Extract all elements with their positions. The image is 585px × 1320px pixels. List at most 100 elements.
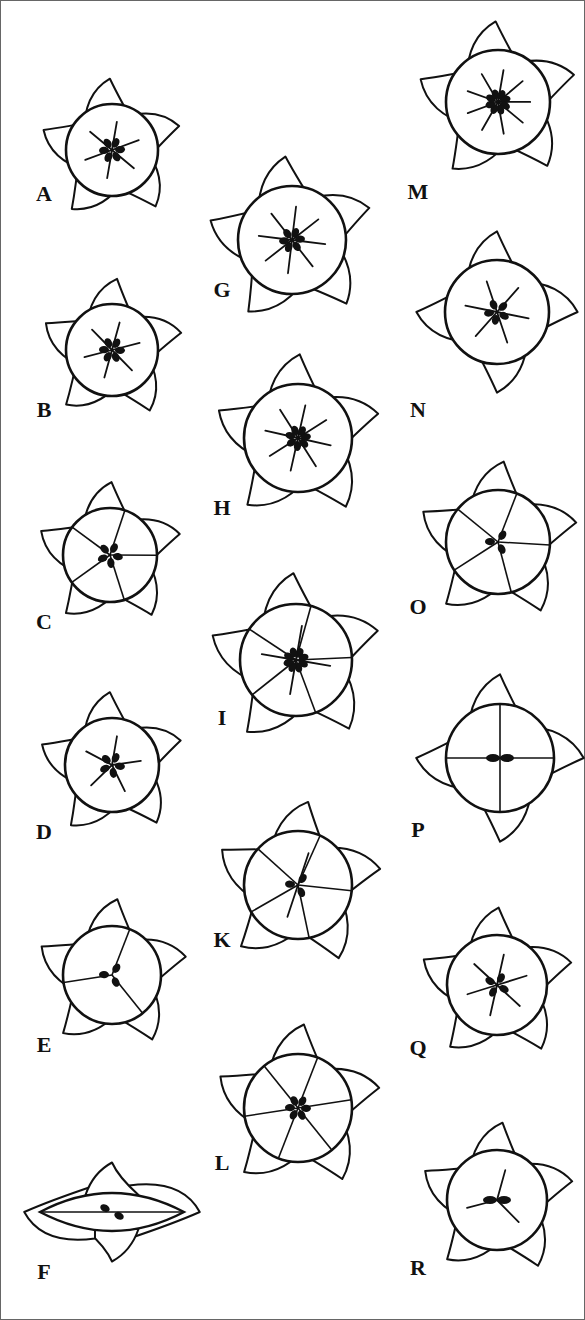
seed [289,647,299,659]
fruit-body [238,186,346,294]
seed [498,983,510,994]
seed [485,538,495,546]
figure-letter: K [213,929,230,951]
fruit-body [446,490,550,594]
seed [491,89,501,101]
seed [110,976,121,988]
seed [113,1210,125,1221]
figure-letter: L [215,1152,230,1174]
fruit-body [244,384,352,492]
placenta-line [86,751,112,765]
flower-diagram [41,482,180,615]
seed [100,753,112,765]
figure-letter: R [410,1257,426,1279]
seed [483,1196,497,1204]
figure-letter: H [213,497,230,519]
seed [497,300,509,312]
figure-letter: D [36,821,52,843]
seed [99,543,111,555]
flower-diagram [421,21,574,168]
placenta-line [287,885,298,917]
flower-diagram [425,1123,572,1266]
fruit-body [447,1150,547,1250]
seed [102,137,113,149]
septum [458,509,498,542]
flower-diagram [211,157,370,312]
seed [115,146,125,154]
flower-diagram [213,573,378,732]
seed [107,558,115,569]
flower-diagram [220,1025,379,1180]
flower-diagram [219,354,378,506]
fruit-body [240,604,352,716]
seed [497,529,508,541]
figure-letter: P [411,819,424,841]
flower-diagram [424,908,571,1049]
seed [296,886,307,898]
figure-letter: A [36,183,52,205]
fruit-body [40,1193,184,1231]
septum [454,542,498,570]
seed [290,425,300,437]
seed [99,971,109,979]
seed [496,543,507,555]
septum [499,758,501,812]
fruit-body [447,935,547,1035]
seed [498,310,510,321]
septum [72,527,110,555]
seed [291,240,303,252]
figure-letter: C [36,611,52,633]
seed [285,880,296,888]
placenta-line [298,438,316,466]
flower-diagram [423,462,576,611]
seed [110,351,121,363]
figure-letter: I [218,707,227,729]
placenta-line [497,1170,505,1200]
seed [497,1196,511,1204]
seed [109,767,118,778]
seed [487,986,498,998]
flower-diagram [24,1163,200,1262]
fruit-body [446,50,550,154]
flower-diagram [42,692,181,825]
septum [499,704,501,758]
seed [97,553,109,564]
seed [99,1203,111,1214]
seed [296,1109,307,1121]
septum [298,885,352,891]
fruit-body [446,704,554,812]
seed [500,754,514,762]
septum [258,849,298,885]
seed [281,227,293,239]
figure-letter: G [213,279,230,301]
figure-letter: N [410,399,426,421]
flower-diagram [222,802,380,958]
seed [486,754,500,762]
seed [111,962,122,974]
seed [103,337,114,349]
figure-letter: B [37,399,52,421]
figure-letter: M [408,181,429,203]
figure-letter: Q [409,1037,426,1059]
flower-diagram [42,899,186,1039]
seed [484,309,495,317]
fruit-body [63,508,157,602]
seed [99,763,111,774]
septum [498,542,550,545]
fruit-body [66,104,158,196]
seed [114,762,125,771]
seed [289,1095,300,1107]
seed [488,299,499,311]
seed [108,542,119,554]
seed [495,972,506,984]
septum [42,1211,182,1213]
fruit-body [244,831,352,939]
flower-diagram [44,79,180,209]
flower-diagram [416,231,577,392]
flower-diagram [416,674,583,841]
seed [112,552,123,561]
fruit-body [63,926,161,1024]
seed [484,975,496,986]
